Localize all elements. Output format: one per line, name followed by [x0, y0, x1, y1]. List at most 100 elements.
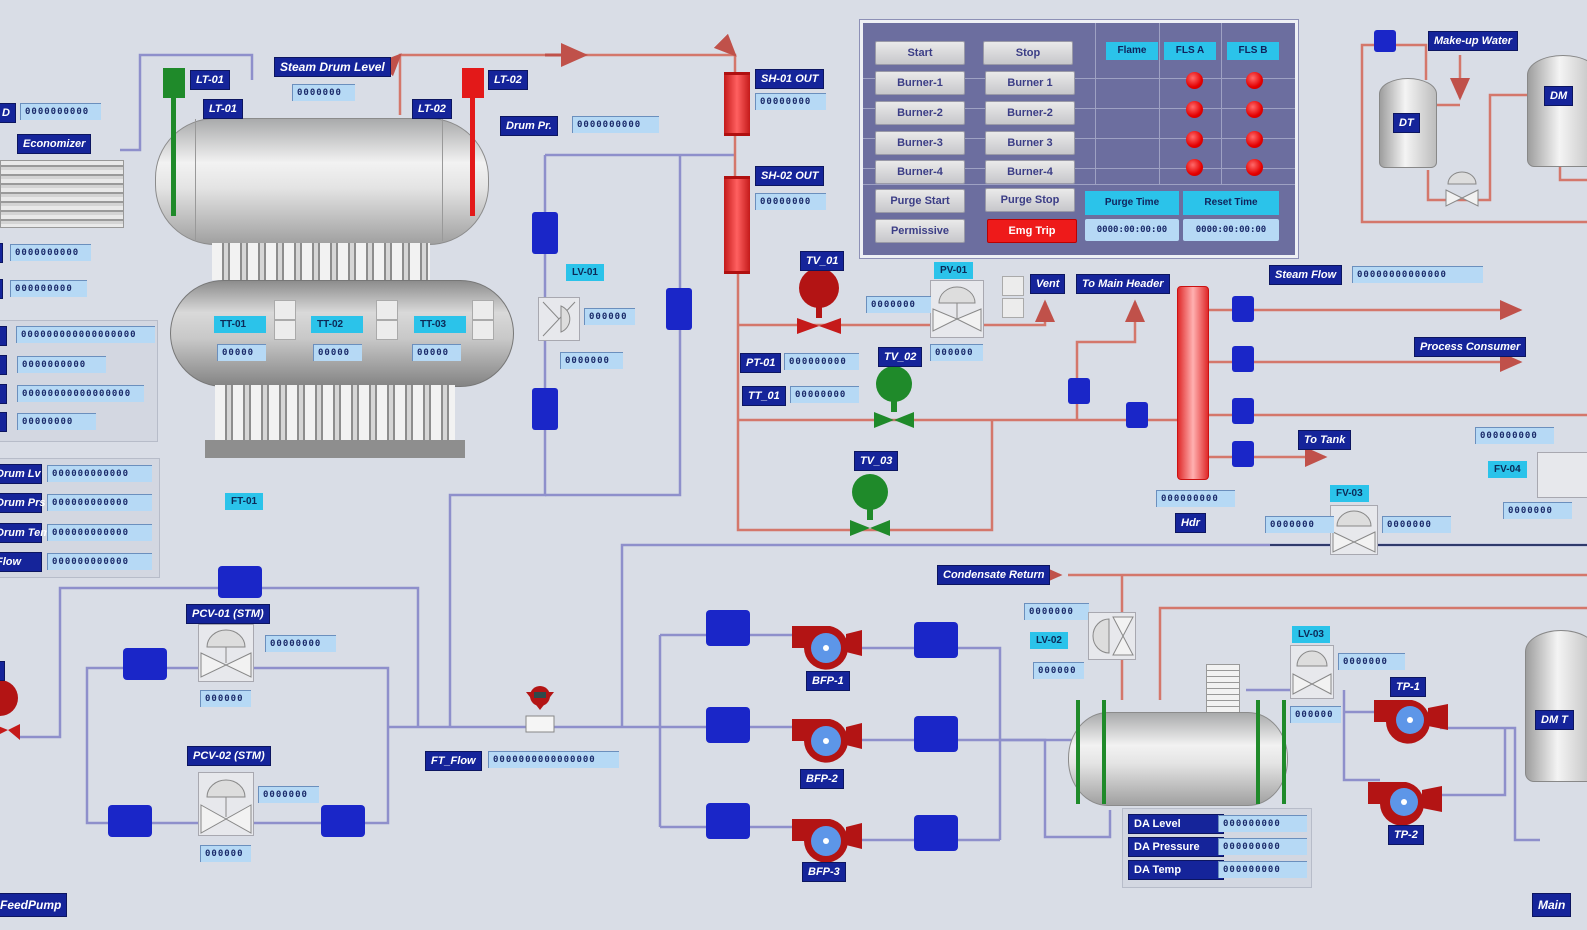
drum-saddle-left — [1076, 700, 1106, 804]
gate-valve-icon[interactable] — [123, 648, 167, 680]
start-button[interactable]: Start — [875, 41, 965, 65]
feed-pump-label[interactable]: FeedPump — [0, 893, 68, 917]
purge-stop-button[interactable]: Purge Stop — [985, 188, 1075, 212]
pump-discharge-valve-1[interactable] — [914, 622, 958, 658]
header-tag: Hdr — [1175, 513, 1206, 533]
superheater-1 — [724, 72, 750, 136]
gate-valve-icon[interactable] — [218, 566, 262, 598]
group1-tag-3 — [0, 384, 8, 404]
burner-2-stop-button[interactable]: Burner-2 — [985, 101, 1075, 125]
gate-valve-icon[interactable] — [1232, 441, 1254, 467]
flow-control-valve-icon[interactable] — [1330, 505, 1378, 555]
temp-control-valve-red-icon[interactable] — [795, 268, 843, 334]
burner-4-stop-button[interactable]: Burner-4 — [985, 160, 1075, 184]
main-corner-label[interactable]: Main — [1532, 893, 1572, 917]
burner-1-start-button[interactable]: Burner-1 — [875, 71, 965, 95]
stop-button[interactable]: Stop — [983, 41, 1073, 65]
temp-control-valve-green-icon[interactable] — [872, 366, 916, 428]
deaerator-control-valve-icon[interactable] — [1290, 645, 1334, 699]
fls-a-status-led-4 — [1186, 159, 1203, 176]
mud-drum-up-button-3[interactable] — [472, 300, 494, 320]
gate-valve-icon[interactable] — [108, 805, 152, 837]
vent-label: Vent — [1030, 274, 1066, 294]
control-valve-icon[interactable] — [538, 297, 580, 341]
group1-value-1: 000000000000000000 — [16, 326, 155, 343]
feed-control-valve-icon[interactable] — [0, 678, 22, 742]
pump-suction-valve-2[interactable] — [706, 707, 750, 743]
permissive-button[interactable]: Permissive — [875, 219, 965, 243]
gate-valve-icon[interactable] — [1126, 402, 1148, 428]
pressure-reducing-valve-top-icon[interactable] — [198, 624, 254, 682]
mud-drum-up-button-2[interactable] — [376, 300, 398, 320]
pump-discharge-valve-3[interactable] — [914, 815, 958, 851]
reset-time-label: Reset Time — [1183, 191, 1279, 215]
gate-valve-icon[interactable] — [1232, 346, 1254, 372]
gate-valve-icon[interactable] — [532, 212, 558, 254]
gate-valve-icon[interactable] — [1232, 296, 1254, 322]
mud-drum-down-button-1[interactable] — [274, 320, 296, 340]
transfer-pump-2-icon[interactable] — [1366, 778, 1442, 826]
pressure-control-valve-icon[interactable] — [930, 280, 984, 338]
level-transmitter-right-icon[interactable] — [462, 68, 484, 98]
lt-right-id: LT-02 — [412, 99, 452, 119]
gate-valve-icon[interactable] — [1068, 378, 1090, 404]
mud-drum-down-button-2[interactable] — [376, 320, 398, 340]
boiler-feed-pump-3-icon[interactable] — [790, 815, 862, 865]
gate-valve-icon[interactable] — [666, 288, 692, 330]
pump-suction-valve-3[interactable] — [706, 803, 750, 839]
lcv-cyan-tag: LV-02 — [1030, 632, 1068, 649]
mud-drum-down-button-3[interactable] — [472, 320, 494, 340]
header-value: 000000000 — [1156, 490, 1235, 507]
condensate-return-label: Condensate Return — [937, 565, 1051, 585]
gate-valve-icon[interactable] — [1374, 30, 1396, 52]
tv-red-tag: TV_01 — [800, 251, 845, 271]
emergency-trip-button[interactable]: Emg Trip — [987, 219, 1077, 243]
boiler-feed-pump-2-icon[interactable] — [790, 715, 862, 765]
deaerator-cv-tag: LV-03 — [1292, 626, 1330, 643]
pcv-up-button[interactable] — [1002, 276, 1024, 296]
burner-1-stop-button[interactable]: Burner 1 — [985, 71, 1075, 95]
left-top-value: 0000000000 — [20, 103, 101, 120]
group1-tag-4 — [0, 412, 8, 432]
purge-start-button[interactable]: Purge Start — [875, 189, 965, 213]
pt-tag: PT-01 — [740, 353, 782, 373]
economizer-label: Economizer — [17, 134, 92, 154]
flow-value: 0000000000000000 — [488, 751, 619, 768]
pressure-reducing-valve-bottom-icon[interactable] — [198, 772, 254, 836]
pump-discharge-valve-2[interactable] — [914, 716, 958, 752]
gate-valve-icon[interactable] — [1232, 398, 1254, 424]
prv-top-tag: PCV-01 (STM) — [186, 604, 270, 624]
riser-tubes — [212, 243, 430, 280]
boiler-feed-pump-1-icon[interactable] — [790, 622, 862, 672]
control-valve-icon[interactable] — [1444, 168, 1480, 208]
transfer-pump-1-label: TP-1 — [1390, 677, 1426, 697]
flow-meter-icon[interactable] — [522, 686, 558, 736]
burner-2-start-button[interactable]: Burner-2 — [875, 101, 965, 125]
mud-drum-up-button-1[interactable] — [274, 300, 296, 320]
control-valve-icon[interactable] — [1537, 452, 1587, 498]
tank1-label: DT — [1393, 113, 1420, 133]
burner-3-stop-button[interactable]: Burner 3 — [985, 131, 1075, 155]
mud-drum-value-3: 00000 — [412, 344, 461, 361]
sh1-tag: SH-01 OUT — [755, 69, 825, 89]
process-consumer-label: Process Consumer — [1414, 337, 1527, 357]
mud-drum-value-2: 00000 — [313, 344, 362, 361]
da-level-label: DA Level — [1128, 814, 1224, 834]
drum-pressure-label: Drum Prs — [0, 493, 46, 513]
pump-3-label: BFP-3 — [802, 862, 846, 882]
tank2-label: DM — [1544, 86, 1574, 106]
level-control-valve-icon[interactable] — [1088, 612, 1136, 660]
burner-control-panel: Start Burner-1 Burner-2 Burner-3 Burner-… — [860, 20, 1298, 258]
level-transmitter-left-icon[interactable] — [163, 68, 185, 98]
burner-4-start-button[interactable]: Burner-4 — [875, 160, 965, 184]
burner-3-start-button[interactable]: Burner-3 — [875, 131, 965, 155]
sh2-value: 00000000 — [755, 193, 826, 210]
gate-valve-icon[interactable] — [321, 805, 365, 837]
pcv-down-button[interactable] — [1002, 298, 1024, 318]
temp-control-valve-green-2-icon[interactable] — [848, 474, 892, 536]
transfer-pump-1-icon[interactable] — [1372, 696, 1448, 744]
reset-time-value: 0000:00:00:00 — [1183, 219, 1279, 241]
gate-valve-icon[interactable] — [532, 388, 558, 430]
pump-suction-valve-1[interactable] — [706, 610, 750, 646]
group1-value-2: 0000000000 — [17, 356, 106, 373]
